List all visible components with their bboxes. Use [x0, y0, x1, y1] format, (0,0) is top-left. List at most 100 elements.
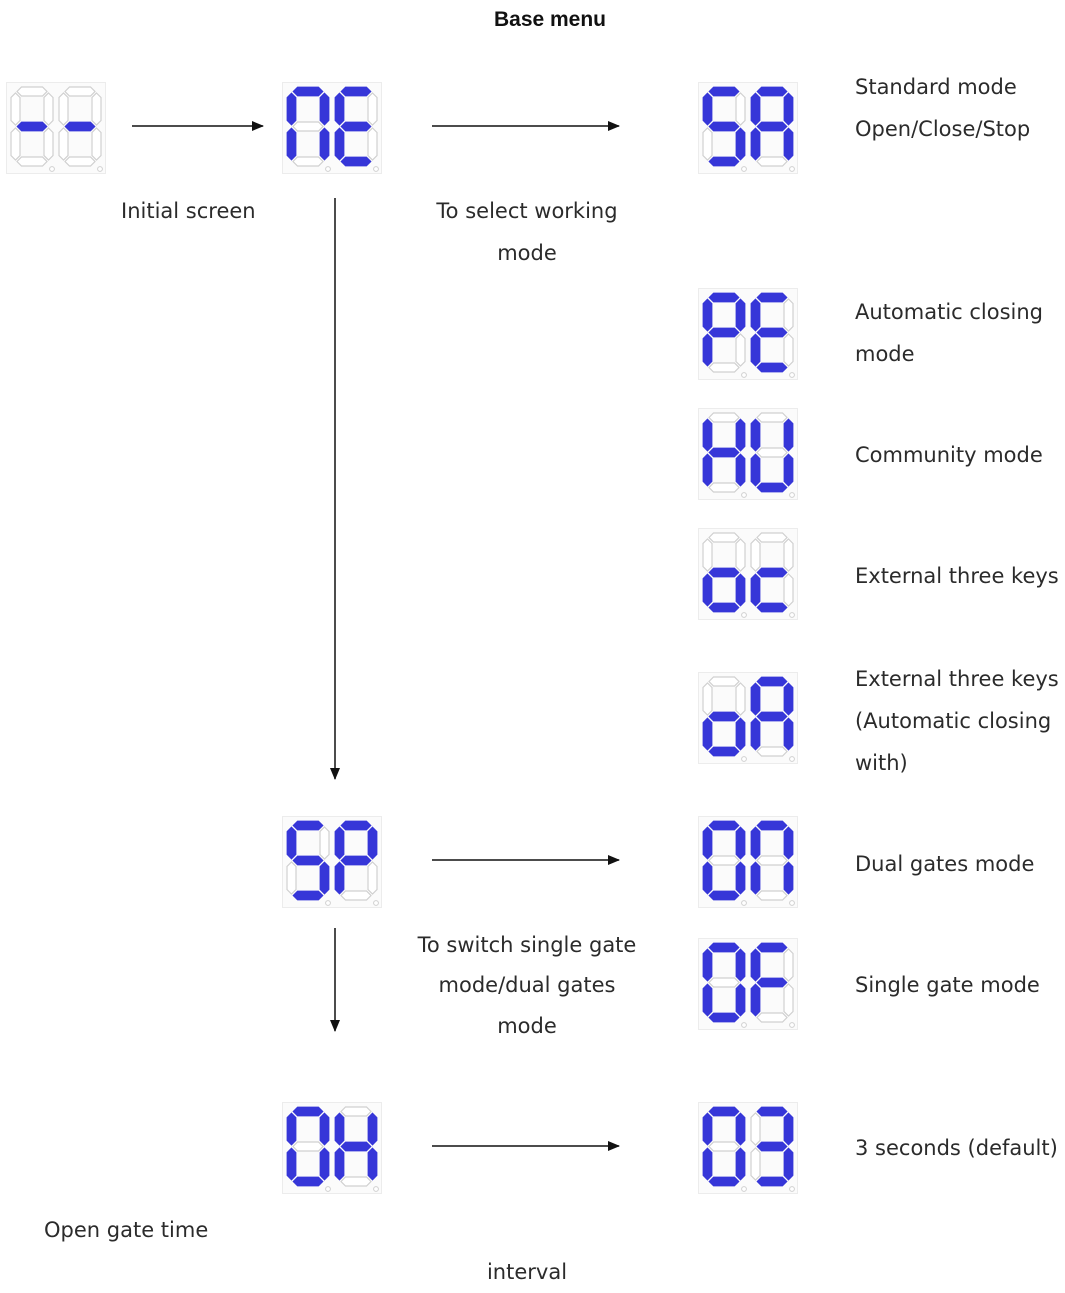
seven-segment-pe [698, 288, 798, 380]
segment-b-lit [735, 1112, 746, 1146]
display-ho [698, 408, 798, 500]
label-switch-line1: To switch single gate [417, 933, 637, 957]
segment-c-lit [735, 861, 746, 895]
segment-b-unlit [783, 538, 794, 572]
segment-c-lit [735, 983, 746, 1017]
display-oc [698, 528, 798, 620]
segment-e-lit [750, 573, 761, 607]
segment-g-lit [708, 121, 740, 132]
segment-g-lit [292, 855, 324, 866]
segment-d-unlit [708, 482, 740, 493]
decimal-point [789, 1186, 795, 1192]
segment-f-lit [334, 1112, 345, 1146]
segment-b-lit [783, 682, 794, 716]
decimal-point [789, 756, 795, 762]
segment-d-unlit [340, 1176, 372, 1187]
label-external-auto-line3: with) [855, 751, 908, 775]
segment-f-lit [286, 826, 297, 860]
segment-d-lit [292, 1176, 324, 1187]
segment-e-lit [750, 127, 761, 161]
segment-d-lit [708, 156, 740, 167]
segment-f-lit [702, 1112, 713, 1146]
segment-b-unlit [783, 298, 794, 332]
segment-b-lit [783, 92, 794, 126]
label-external-auto-line1: External three keys [855, 667, 1059, 691]
label-select-working-line1: To select working [436, 199, 618, 223]
segment-f-unlit [702, 682, 713, 716]
segment-g-unlit [292, 1141, 324, 1152]
label-community: Community mode [855, 443, 1043, 467]
seven-segment-sa [698, 82, 798, 174]
label-three-seconds: 3 seconds (default) [855, 1136, 1058, 1160]
segment-g-unlit [708, 855, 740, 866]
segment-e-lit [702, 1147, 713, 1181]
display-ne [282, 82, 382, 174]
segment-b-unlit [783, 948, 794, 982]
segment-g-unlit [708, 1141, 740, 1152]
segment-f-unlit [702, 538, 713, 572]
segment-a-lit [756, 1106, 788, 1117]
decimal-point [789, 1022, 795, 1028]
decimal-point [373, 900, 379, 906]
segment-g-lit [756, 567, 788, 578]
display-oa [698, 672, 798, 764]
decimal-point [325, 1186, 331, 1192]
segment-a-lit [708, 942, 740, 953]
seven-segment-sp [282, 816, 382, 908]
segment-e-lit [750, 861, 761, 895]
label-single-gate: Single gate mode [855, 973, 1040, 997]
segment-c-lit [735, 717, 746, 751]
segment-d-unlit [708, 362, 740, 373]
segment-d-unlit [756, 890, 788, 901]
segment-d-lit [292, 890, 324, 901]
segment-a-unlit [64, 86, 96, 97]
decimal-point [789, 166, 795, 172]
segment-e-lit [334, 127, 345, 161]
decimal-point [373, 166, 379, 172]
segment-f-lit [334, 826, 345, 860]
segment-e-unlit [750, 1147, 761, 1181]
segment-e-lit [702, 333, 713, 367]
segment-f-lit [286, 92, 297, 126]
decimal-point [373, 1186, 379, 1192]
segment-d-unlit [64, 156, 96, 167]
decimal-point [741, 900, 747, 906]
seven-segment-initial [6, 82, 106, 174]
decimal-point [325, 166, 331, 172]
segment-e-unlit [58, 127, 69, 161]
segment-g-unlit [756, 855, 788, 866]
segment-c-lit [367, 1147, 378, 1181]
segment-g-unlit [756, 447, 788, 458]
segment-a-unlit [708, 412, 740, 423]
segment-a-unlit [756, 532, 788, 543]
display-pe [698, 288, 798, 380]
segment-g-lit [64, 121, 96, 132]
seven-segment-ho [698, 408, 798, 500]
segment-a-lit [708, 820, 740, 831]
segment-e-lit [702, 453, 713, 487]
segment-f-lit [702, 418, 713, 452]
diagram-title: Base menu [493, 8, 607, 31]
segment-d-lit [708, 602, 740, 613]
segment-a-unlit [756, 412, 788, 423]
segment-b-unlit [735, 92, 746, 126]
segment-d-lit [756, 1176, 788, 1187]
label-standard-line2: Open/Close/Stop [855, 117, 1031, 141]
segment-a-lit [756, 942, 788, 953]
display-initial [6, 82, 106, 174]
segment-g-lit [756, 977, 788, 988]
segment-g-lit [756, 327, 788, 338]
segment-d-lit [708, 1012, 740, 1023]
segment-d-lit [708, 746, 740, 757]
segment-g-lit [756, 121, 788, 132]
segment-a-lit [708, 292, 740, 303]
seven-segment-oc [698, 528, 798, 620]
segment-d-lit [708, 890, 740, 901]
segment-f-lit [750, 92, 761, 126]
segment-e-unlit [10, 127, 21, 161]
segment-d-lit [756, 602, 788, 613]
segment-b-lit [319, 92, 330, 126]
segment-d-unlit [292, 156, 324, 167]
segment-e-lit [334, 861, 345, 895]
segment-g-lit [16, 121, 48, 132]
